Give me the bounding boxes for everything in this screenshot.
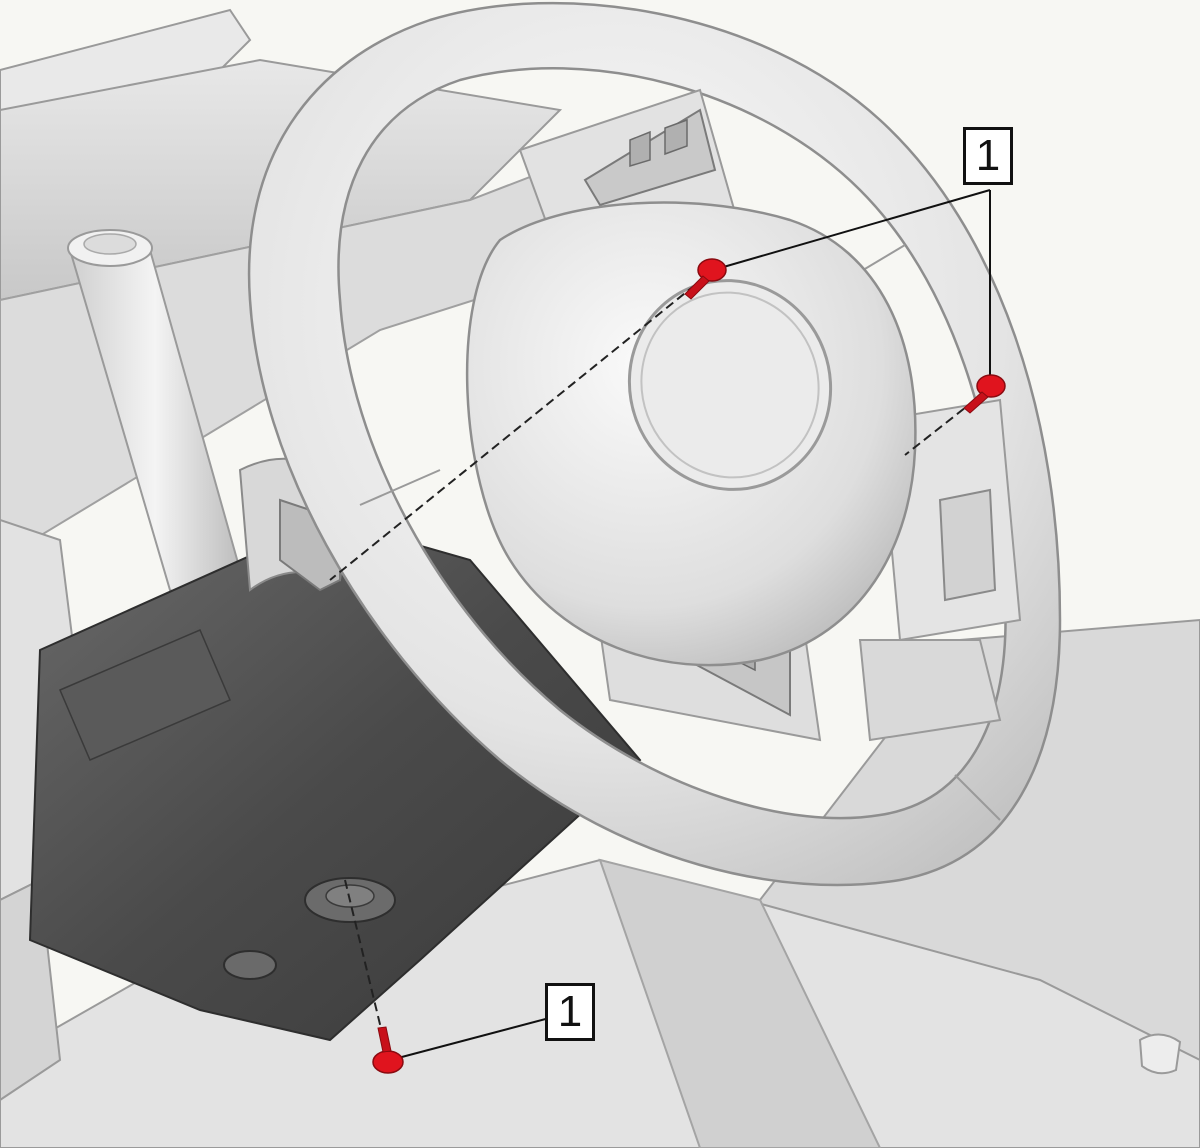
airbag-bolt-icon — [963, 374, 1006, 414]
fastener-paths — [329, 284, 976, 1046]
column-shroud-screw-icon — [372, 1026, 404, 1074]
callout-label: 1 — [545, 983, 595, 1041]
steering-wheel — [247, 1, 1062, 887]
dashboard — [0, 8, 1200, 1148]
airbag-bolt-icon — [684, 258, 727, 300]
leader-lines — [397, 189, 991, 1059]
callout-label: 1 — [963, 127, 1013, 185]
